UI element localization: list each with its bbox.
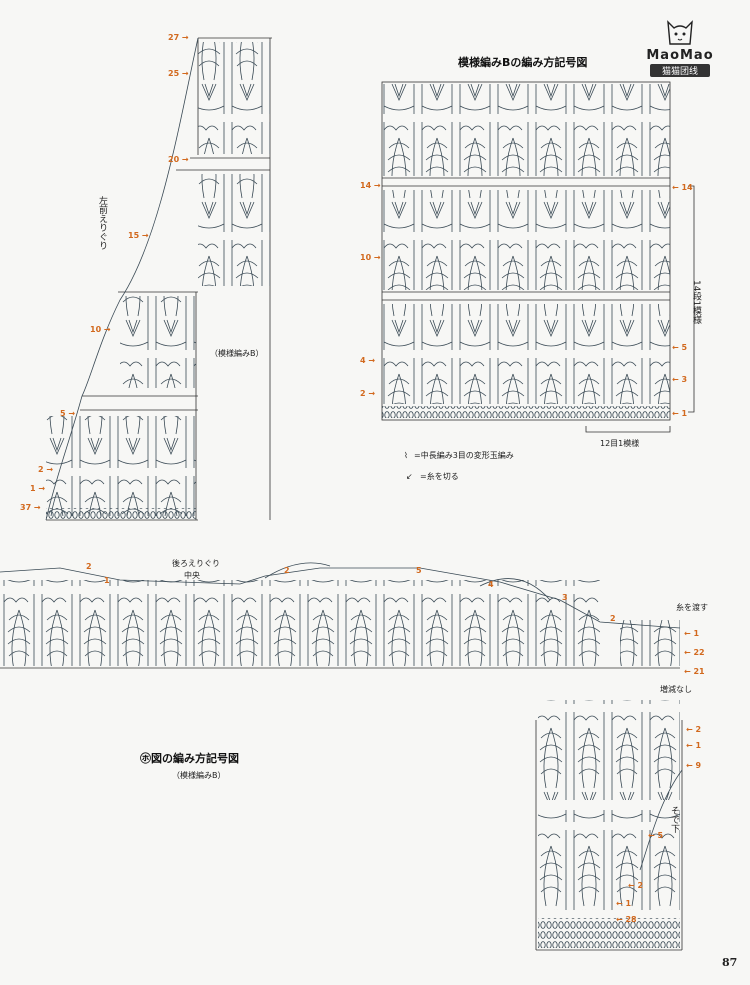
- row-number-left-2: 2 →: [360, 389, 375, 398]
- top-mark-3: 5: [416, 566, 422, 575]
- pineapple-motif: [538, 810, 680, 910]
- cat-face-icon: [667, 20, 693, 45]
- no-change-label: 増減なし: [660, 684, 692, 694]
- bobble-stitch-icon: ⌇: [404, 451, 408, 460]
- row-number-2: 2 →: [38, 465, 53, 474]
- pineapple-motif: [120, 296, 196, 388]
- repeat-rows-label: 14段1模様: [691, 280, 702, 324]
- pineapple-motif: [198, 174, 270, 286]
- pineapple-motif: [46, 416, 196, 516]
- center-label: 中央: [184, 570, 200, 580]
- pattern-b-title: 模様編みBの編み方記号図: [458, 55, 587, 69]
- pineapple-motif: [382, 304, 670, 404]
- row-number-left-14: 14 →: [360, 181, 381, 190]
- back-neck-label: 後ろえりぐり: [172, 558, 220, 568]
- bottom-mark-28: ← 28: [616, 915, 637, 924]
- row-number-15: 15 →: [128, 231, 149, 240]
- row-number-left-10: 10 →: [360, 253, 381, 262]
- pattern-note: （模様編みB）: [210, 348, 264, 358]
- lower-right-mark-2: ← 2: [686, 725, 701, 734]
- legend-cut-text: =糸を切る: [420, 471, 459, 481]
- row-number-27: 27 →: [168, 33, 189, 42]
- top-mark-1: 1: [104, 576, 110, 585]
- pineapple-motif: [620, 620, 680, 666]
- row-number-1: 1 →: [30, 484, 45, 493]
- right-mark-21: ← 21: [684, 667, 705, 676]
- top-mark-6: 2: [610, 614, 616, 623]
- row-number-25: 25 →: [168, 69, 189, 78]
- logo-subtitle: 猫猫团线: [650, 64, 710, 77]
- logo-text: MaoMao: [646, 48, 714, 63]
- pineapple-motif: [538, 700, 680, 800]
- lower-right-mark-1: ← 1: [686, 741, 701, 750]
- panel-left-front: [45, 37, 272, 521]
- top-mark-0: 2: [86, 562, 92, 571]
- legend-bobble-text: =中長編み3目の変形玉編み: [414, 450, 514, 460]
- row-number-right-5: ← 5: [672, 343, 687, 352]
- top-mark-5: 3: [562, 593, 568, 602]
- repeat-stitches-label: 12目1模様: [600, 438, 639, 448]
- brand-logo: MaoMao 猫猫团线: [640, 14, 720, 77]
- row-number-10: 10 →: [90, 325, 111, 334]
- row-number-20: 20 →: [168, 155, 189, 164]
- join-yarn-label: 糸を渡す: [676, 602, 708, 612]
- top-mark-4: 4: [488, 580, 494, 589]
- top-mark-2: 2: [284, 566, 290, 575]
- lower-right-mark-9: ← 9: [686, 761, 701, 770]
- foundation-chain: [382, 406, 670, 418]
- bottom-mark-5: ← 5: [648, 831, 663, 840]
- bottom-mark-2: ← 2: [628, 881, 643, 890]
- chart-ho-title: ㋭図の編み方記号図: [140, 751, 239, 765]
- page-number: 87: [722, 956, 738, 969]
- foundation-chain: [46, 508, 196, 520]
- panel-pattern-b: [381, 81, 695, 433]
- row-number-left-4: 4 →: [360, 356, 375, 365]
- row-number-right-3: ← 3: [672, 375, 687, 384]
- row-number-37: 37 →: [20, 503, 41, 512]
- pineapple-motif: [382, 190, 670, 290]
- sleeve-seam-label: そで下: [669, 806, 680, 834]
- row-number-right-1: ← 1: [672, 409, 687, 418]
- left-front-neck-label: 左前えりぐり: [97, 195, 108, 250]
- cut-yarn-icon: ↙: [406, 472, 413, 481]
- pineapple-motif: [198, 42, 270, 154]
- row-number-right-14: ← 14: [672, 183, 693, 192]
- bottom-mark-1: ← 1: [616, 899, 631, 908]
- panel-back-neck: [0, 562, 683, 951]
- pineapple-motif: [0, 580, 600, 666]
- chart-ho-subtitle: （模様編みB）: [172, 770, 226, 780]
- chart-labels: 27 → 25 → 20 → 15 → 10 → 5 → 2 → 1 → 37 → 左前えりぐり （…: [20, 33, 708, 924]
- row-number-5: 5 →: [60, 409, 75, 418]
- foundation-chain: [538, 918, 680, 948]
- right-mark-1: ← 1: [684, 629, 699, 638]
- right-mark-22: ← 22: [684, 648, 705, 657]
- pineapple-motif: [382, 84, 670, 176]
